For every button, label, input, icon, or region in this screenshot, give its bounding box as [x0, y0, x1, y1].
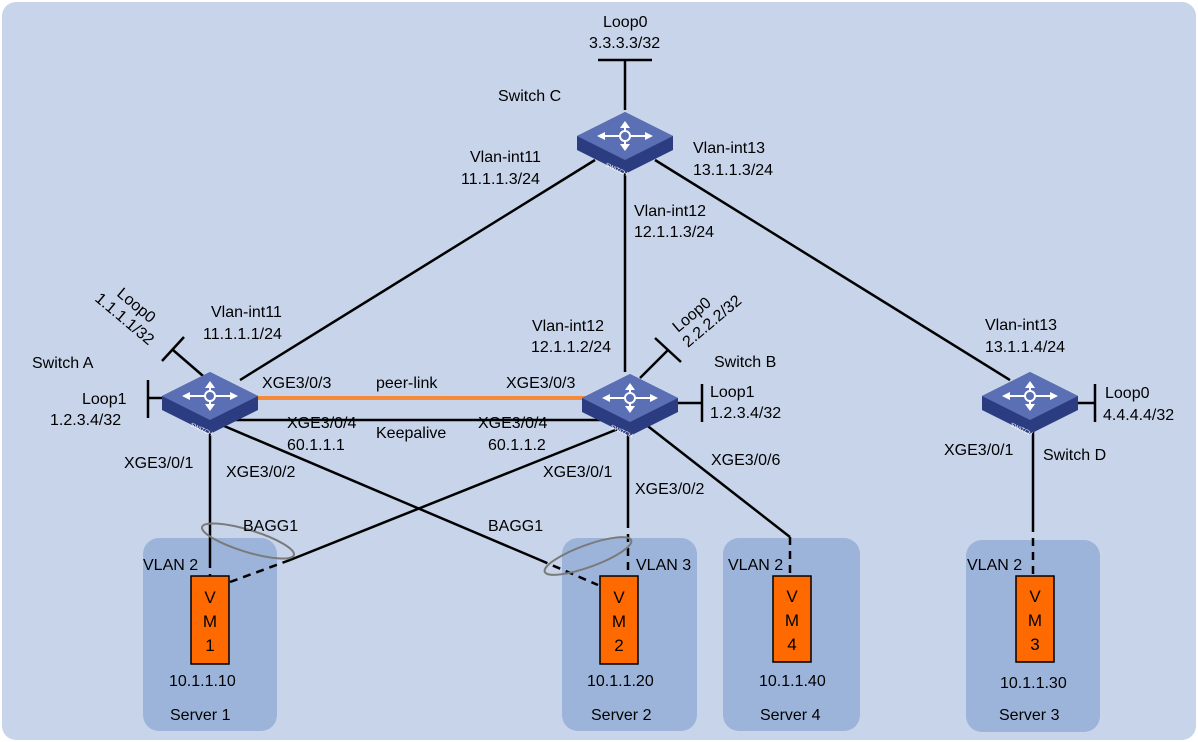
vm-4-char-3: 4	[787, 635, 796, 654]
bagg1-left-ellipse	[200, 522, 296, 560]
switch-b-loop1-label: Loop1	[710, 384, 755, 401]
vm-2-char-2: M	[612, 612, 626, 631]
switch-d-loop0-ip: 4.4.4.4/32	[1103, 407, 1174, 424]
switch-b-vlan12-label: Vlan-int12	[532, 318, 604, 335]
server-2-ip: 10.1.1.20	[587, 673, 654, 690]
switch-c-vlan12-label: Vlan-int12	[634, 203, 706, 220]
bagg1-right-label: BAGG1	[488, 518, 543, 535]
switch-b-port-1: XGE3/0/1	[543, 464, 612, 481]
switch-b-port-2: XGE3/0/2	[635, 481, 704, 498]
server-2-name: Server 2	[591, 707, 652, 724]
vm-3-char-2: M	[1028, 611, 1042, 630]
switch-d-vlan13-label: Vlan-int13	[985, 317, 1057, 334]
server-2-vlan: VLAN 3	[636, 557, 691, 574]
vm-1-char-2: M	[203, 612, 217, 631]
switch-c-vlan11-label: Vlan-int11	[470, 149, 541, 166]
switch-a-loop1-ip: 1.2.3.4/32	[50, 412, 121, 429]
server-3-name: Server 3	[999, 707, 1060, 724]
switch-a-name: Switch A	[32, 355, 94, 372]
server-3-ip: 10.1.1.30	[1000, 675, 1067, 692]
switch-b-port-peer: XGE3/0/3	[506, 375, 575, 392]
vm-4-char-1: V	[786, 587, 798, 606]
vm-3-char-1: V	[1029, 587, 1041, 606]
switch-a-loop1-label: Loop1	[82, 391, 127, 408]
vm-1-char-3: 1	[205, 636, 214, 655]
switch-c-loop0-ip: 3.3.3.3/32	[589, 35, 660, 52]
switch-a-port-keepalive: XGE3/0/4	[287, 415, 356, 432]
server-1-vlan: VLAN 2	[143, 557, 198, 574]
vm-2-char-1: V	[613, 588, 625, 607]
vm-1: V M 1	[190, 575, 230, 665]
switch-b-loop1-ip: 1.2.3.4/32	[710, 405, 781, 422]
switch-c-vlan12-ip: 12.1.1.3/24	[634, 224, 714, 241]
switch-b-keepalive-ip: 60.1.1.2	[488, 437, 546, 454]
vm-3-char-3: 3	[1030, 635, 1039, 654]
vm-2-char-3: 2	[614, 636, 623, 655]
switch-d-name: Switch D	[1043, 447, 1106, 464]
server-1-ip: 10.1.1.10	[169, 673, 236, 690]
switch-b-name: Switch B	[714, 354, 776, 371]
switch-a-port-2: XGE3/0/2	[226, 464, 295, 481]
switch-d-loop0-label: Loop0	[1105, 385, 1150, 402]
vm-4-char-2: M	[785, 611, 799, 630]
vm-2: V M 2	[599, 575, 639, 665]
switch-c-vlan13-label: Vlan-int13	[693, 140, 765, 157]
server-1-name: Server 1	[170, 707, 231, 724]
switch-a-vlan11-ip: 11.1.1.1/24	[203, 326, 282, 343]
switch-a-port-1: XGE3/0/1	[124, 455, 193, 472]
switch-b-port-6: XGE3/0/6	[711, 452, 780, 469]
switch-a-vlan11-label: Vlan-int11	[211, 304, 282, 321]
switch-d-vlan13-ip: 13.1.1.4/24	[985, 339, 1065, 356]
bagg1-right-ellipse	[543, 536, 633, 576]
server-4-name: Server 4	[760, 707, 821, 724]
link-lines	[146, 58, 1097, 562]
switch-d-port-1: XGE3/0/1	[944, 442, 1013, 459]
switch-c-loop0-label: Loop0	[603, 14, 648, 31]
switch-a-keepalive-ip: 60.1.1.1	[287, 437, 345, 454]
switch-b-port-keepalive: XGE3/0/4	[478, 415, 547, 432]
server-4-vlan: VLAN 2	[728, 557, 783, 574]
keepalive-label: Keepalive	[376, 425, 446, 442]
vm-4: V M 4	[772, 575, 812, 663]
switch-a-port-peer: XGE3/0/3	[262, 375, 331, 392]
switch-b-vlan12-ip: 12.1.1.2/24	[531, 339, 611, 356]
vm-3: V M 3	[1015, 575, 1055, 663]
switch-c-vlan11-ip: 11.1.1.3/24	[461, 171, 540, 188]
peer-link-label: peer-link	[376, 375, 438, 392]
bagg1-left-label: BAGG1	[243, 518, 298, 535]
vm-1-char-1: V	[204, 588, 216, 607]
server-4-ip: 10.1.1.40	[759, 673, 826, 690]
server-3-vlan: VLAN 2	[967, 557, 1022, 574]
switch-c-vlan13-ip: 13.1.1.3/24	[693, 162, 773, 179]
switch-c-name: Switch C	[498, 88, 561, 105]
